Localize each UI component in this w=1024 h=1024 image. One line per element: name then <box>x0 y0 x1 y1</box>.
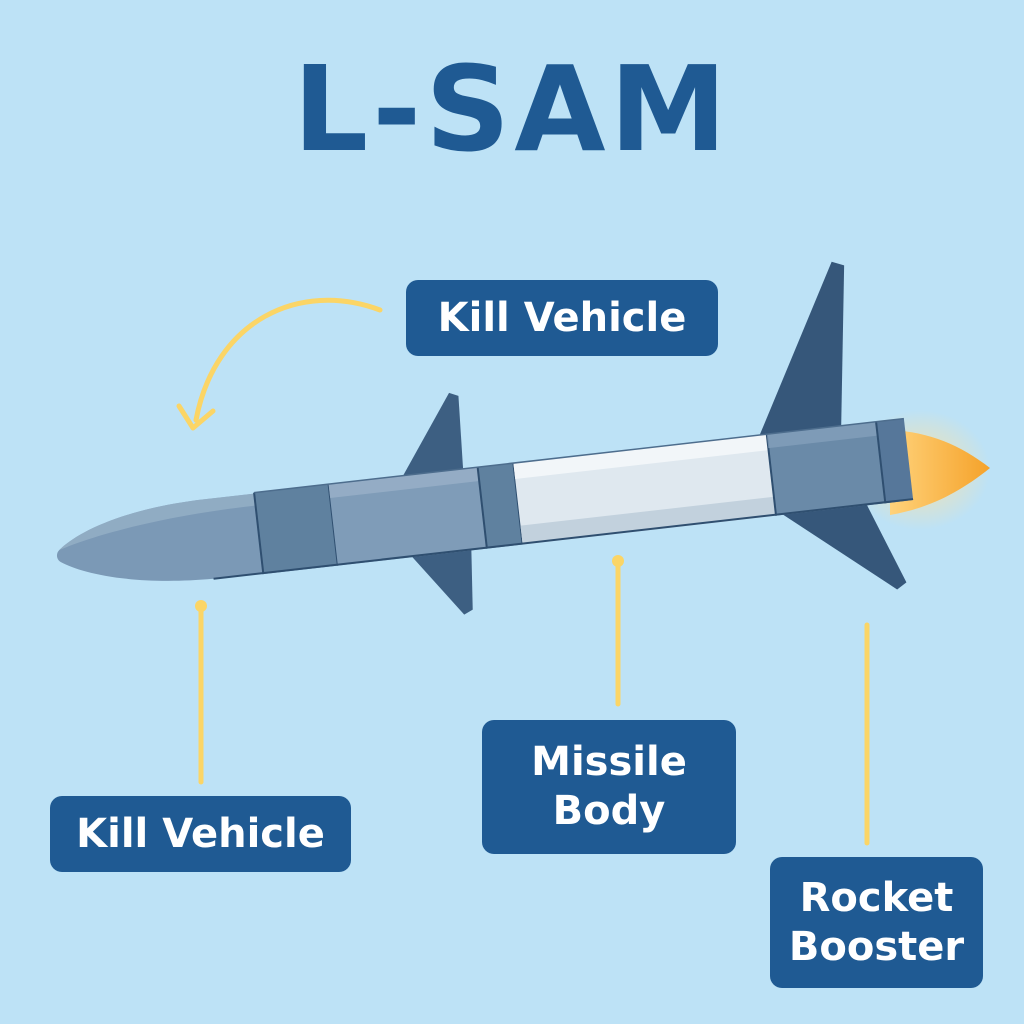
label-text: Kill Vehicle <box>437 294 687 341</box>
label-text-line-1: Rocket <box>799 874 954 921</box>
label-text-line-2: Body <box>552 788 666 834</box>
nose-cone <box>57 493 264 581</box>
rear-fin-bottom <box>774 498 907 590</box>
label-text: Kill Vehicle <box>76 810 325 857</box>
label-missile-body: Missile Body <box>482 720 736 854</box>
label-rocket-booster: Rocket Booster <box>770 857 983 988</box>
leader-dot-missile-body <box>612 555 624 567</box>
page-title: L-SAM <box>293 40 731 178</box>
label-kill-vehicle-bottom: Kill Vehicle <box>50 796 351 872</box>
label-text-line-1: Missile <box>531 739 687 786</box>
missile-body-art <box>57 261 914 615</box>
label-text-line-2: Booster <box>788 923 965 970</box>
rear-fin-top <box>756 261 845 443</box>
mid-fin-bottom <box>406 543 473 615</box>
leader-dot-kill-vehicle <box>195 600 207 612</box>
label-kill-vehicle-top: Kill Vehicle <box>406 280 718 356</box>
mid-fin-top <box>398 392 464 484</box>
curved-arrow-icon <box>176 297 383 431</box>
leader-lines <box>195 555 870 846</box>
